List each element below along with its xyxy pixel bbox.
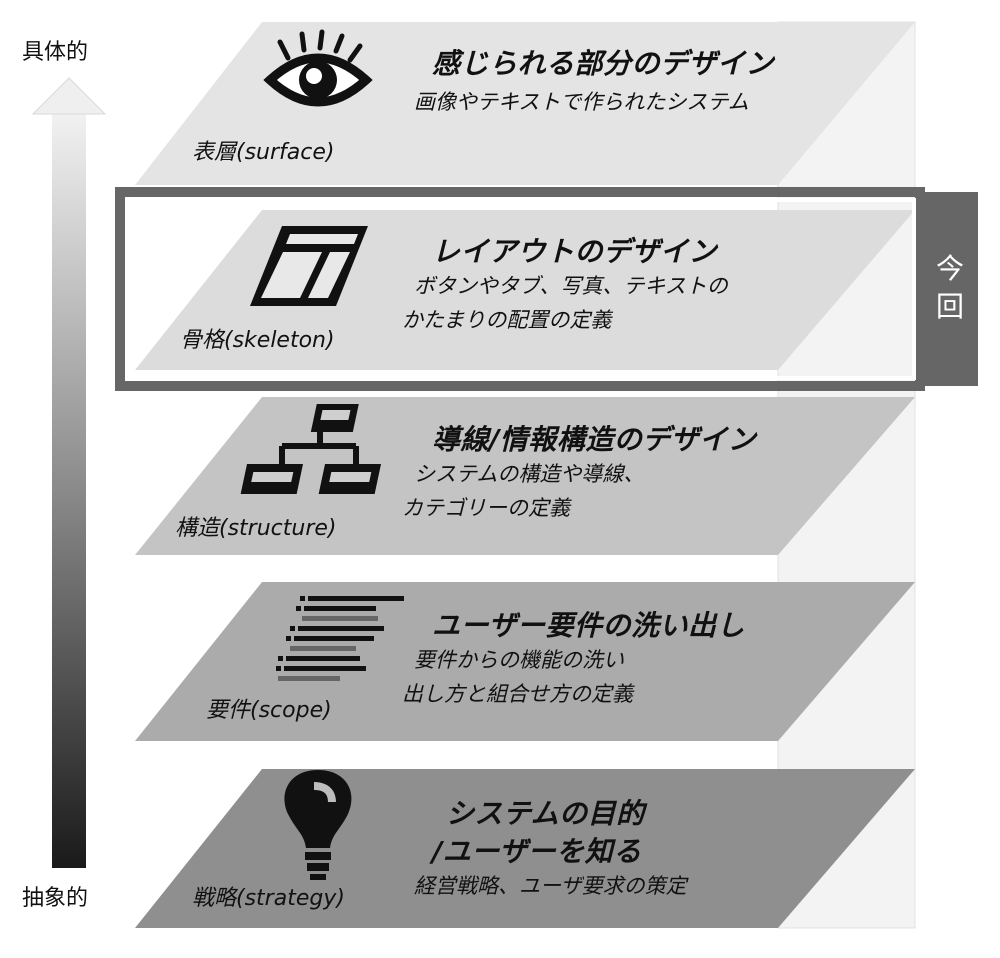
axis-top-label: 具体的 bbox=[22, 40, 89, 65]
layer-name-strategy: 戦略(strategy) bbox=[192, 886, 345, 911]
layout-icon bbox=[250, 226, 368, 306]
current-badge-label: 今 回 bbox=[922, 250, 978, 326]
axis-bottom-label: 抽象的 bbox=[22, 886, 89, 911]
layer-title-skeleton: レイアウトのデザイン bbox=[432, 235, 718, 268]
lightbulb-icon bbox=[284, 770, 352, 880]
layer-plane-scope bbox=[135, 582, 915, 741]
layer-name-scope: 要件(scope) bbox=[206, 698, 332, 723]
eye-icon bbox=[263, 29, 373, 107]
layer-name-surface: 表層(surface) bbox=[192, 140, 335, 165]
layer-desc-skeleton-2: かたまりの配置の定義 bbox=[402, 308, 612, 332]
abstraction-arrow bbox=[31, 77, 107, 868]
current-badge bbox=[922, 192, 978, 386]
layer-title-strategy-2: /ユーザーを知る bbox=[432, 835, 642, 868]
layer-title-structure: 導線/情報構造のデザイン bbox=[432, 423, 757, 456]
layer-desc-skeleton-1: ボタンやタブ、写真、テキストの bbox=[414, 274, 728, 298]
highlight-frame bbox=[115, 187, 925, 391]
layer-title-scope: ユーザー要件の洗い出し bbox=[432, 609, 745, 642]
list-icon bbox=[276, 596, 404, 681]
layer-desc-strategy-1: 経営戦略、ユーザ要求の策定 bbox=[414, 874, 687, 898]
layer-desc-structure-1: システムの構造や導線、 bbox=[414, 462, 645, 486]
hierarchy-icon bbox=[240, 404, 382, 494]
badge-line-2: 回 bbox=[935, 290, 964, 323]
badge-line-1: 今 bbox=[935, 252, 964, 285]
layer-desc-scope-1: 要件からの機能の洗い bbox=[414, 648, 624, 672]
layer-desc-surface-1: 画像やテキストで作られたシステム bbox=[414, 90, 749, 114]
layer-title-surface: 感じられる部分のデザイン bbox=[432, 47, 775, 80]
layer-desc-scope-2: 出し方と組合せ方の定義 bbox=[402, 682, 633, 706]
layer-name-skeleton: 骨格(skeleton) bbox=[180, 328, 335, 353]
layer-name-structure: 構造(structure) bbox=[175, 516, 337, 541]
layer-title-strategy-1: システムの目的 bbox=[446, 797, 645, 830]
layer-desc-structure-2: カテゴリーの定義 bbox=[402, 496, 570, 520]
layer-plane-structure bbox=[135, 397, 915, 555]
